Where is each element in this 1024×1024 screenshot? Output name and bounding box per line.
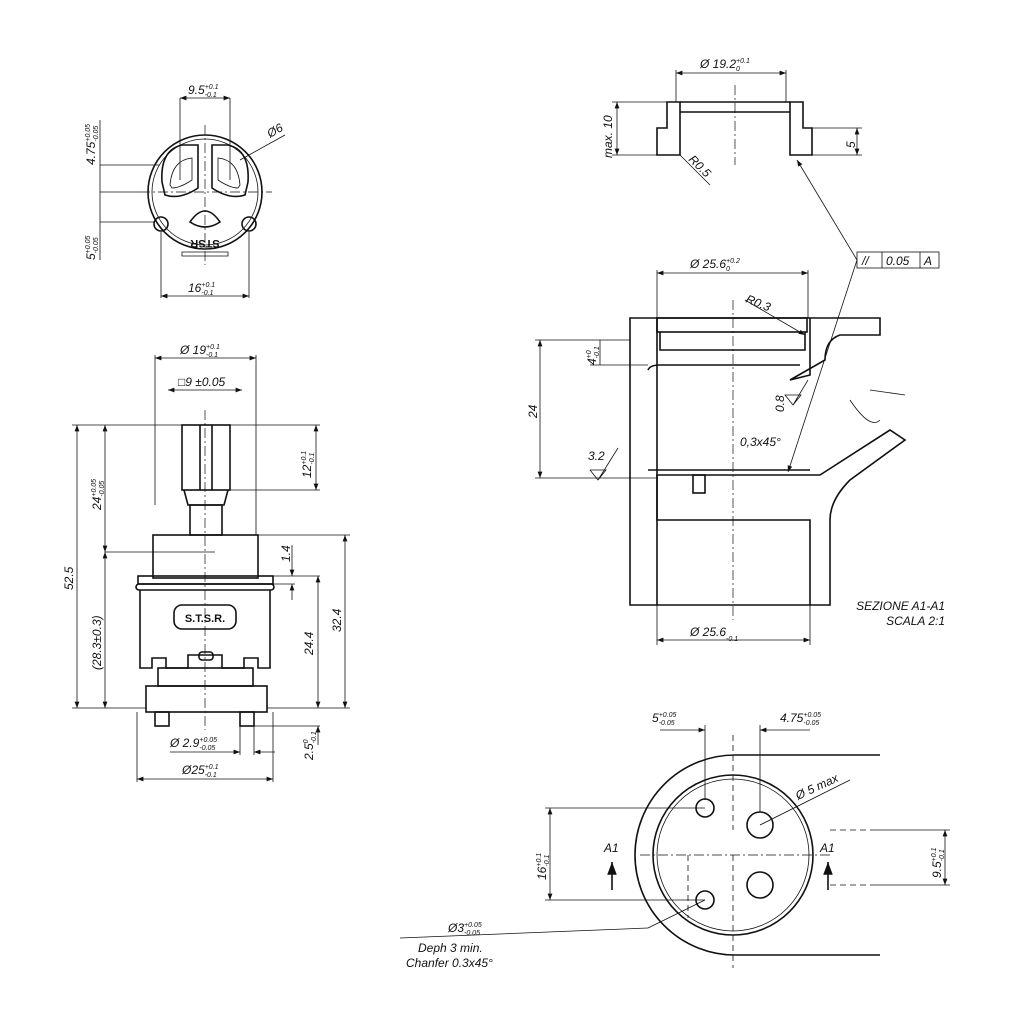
dim-12: 12+0.1-0.1	[300, 451, 316, 478]
dim-hole-5-max: Ø 5 max	[792, 770, 841, 803]
bottom-view: 5+0.05-0.05 4.75+0.05-0.05 Ø 5 max 16+0.…	[399, 711, 950, 970]
dim-bottom-width: 16+0.1-0.1	[188, 281, 215, 297]
section-marker-right: A1	[819, 841, 835, 855]
tolerance-lower: -0.1	[309, 452, 316, 464]
dim-upper-offset: 4.75+0.05-0.05	[84, 124, 100, 165]
tolerance-lower: -0.05	[93, 126, 100, 142]
tolerance-lower: -0.1	[544, 854, 551, 866]
tolerance-lower: 0	[726, 266, 730, 273]
parallelism-symbol: //	[861, 254, 870, 268]
tolerance-lower: -0.1	[311, 731, 318, 743]
dim-diameter-19: Ø 19+0.1-0.1	[179, 343, 220, 359]
dim-lower-offset: 5+0.05-0.05	[84, 235, 100, 260]
dim-max-10: max. 10	[601, 115, 615, 158]
dim-offset-4-75: 4.75+0.05-0.05	[780, 711, 821, 727]
tolerance-value: 0.05	[886, 254, 910, 268]
dim-32-4: 32.4	[330, 608, 344, 632]
dim-radius-03: R0.3	[744, 292, 773, 315]
tolerance-lower: -0.1	[206, 352, 218, 359]
section-scale: SCALA 2:1	[886, 614, 945, 628]
cartridge-side-view: S.T.S.R. Ø 19+0.1-0.1 □9 ±0.05 12+0.1-0.…	[62, 343, 350, 782]
cartridge-top-view: STSR 9.5+0.1-0.1 Ø6 4.75+0.05-0.05 5+0.0…	[84, 83, 286, 299]
tolerance-lower: -0.1	[205, 772, 217, 779]
dim-24-section: 24	[526, 404, 540, 419]
dim-4: 4+0-0.1	[585, 346, 601, 365]
tolerance-lower: -0.05	[803, 720, 819, 727]
dim-5: 5	[844, 141, 858, 148]
tolerance-lower: -0.1	[594, 346, 601, 358]
dim-2-5: 2.50-0.1	[302, 731, 318, 761]
tolerance-lower: -0.05	[199, 745, 215, 752]
tolerance-lower: -0.1	[939, 849, 946, 861]
tolerance-lower: 0	[736, 66, 740, 73]
dim-28-3: (28.3±0.3)	[90, 615, 104, 670]
dim-square-9: □9 ±0.05	[178, 375, 226, 389]
dim-bottom-diameter: Ø 25.6-0.1	[689, 625, 738, 643]
tolerance-lower: -0.1	[205, 92, 217, 99]
logo-stsr: S.T.S.R.	[185, 613, 225, 625]
tolerance-lower: -0.05	[93, 237, 100, 253]
chamfer-note: 0,3x45°	[740, 435, 781, 449]
tolerance-lower: -0.1	[201, 290, 213, 297]
dim-pin-diameter: Ø 2.9+0.05-0.05	[169, 736, 217, 752]
section-marker-left: A1	[603, 841, 619, 855]
dim-9-5: 9.5+0.1-0.1	[930, 847, 946, 878]
tolerance-datum: A	[923, 254, 932, 268]
dim-top-width: 9.5+0.1-0.1	[188, 83, 219, 99]
tolerance-lower: -0.05	[99, 481, 106, 497]
dim-diameter-25: Ø25+0.1-0.1	[181, 763, 219, 779]
tolerance-lower: -0.05	[659, 720, 675, 727]
tolerance-lower: -0.05	[464, 930, 480, 937]
dim-hole-diameter: Ø6	[264, 120, 286, 141]
roughness-3-2: 3.2	[588, 449, 605, 463]
dim-24-4: 24.4	[302, 631, 316, 656]
dim-16: 16+0.1-0.1	[535, 853, 551, 880]
chamfer-note-bottom: Chanfer 0.3x45°	[406, 956, 493, 970]
dim-24: 24+0.05-0.05	[90, 479, 106, 511]
dim-1-4: 1.4	[279, 545, 293, 562]
dim-52-5: 52.5	[62, 566, 76, 590]
pin-hole-diameter: Ø3+0.05-0.05	[447, 921, 482, 937]
roughness-0-8: 0.8	[773, 395, 787, 412]
dim-offset-5: 5+0.05-0.05	[652, 711, 677, 727]
section-title: SEZIONE A1-A1	[856, 599, 945, 613]
dim-ring-radius: R0.5	[686, 152, 714, 180]
depth-note: Deph 3 min.	[418, 941, 483, 955]
